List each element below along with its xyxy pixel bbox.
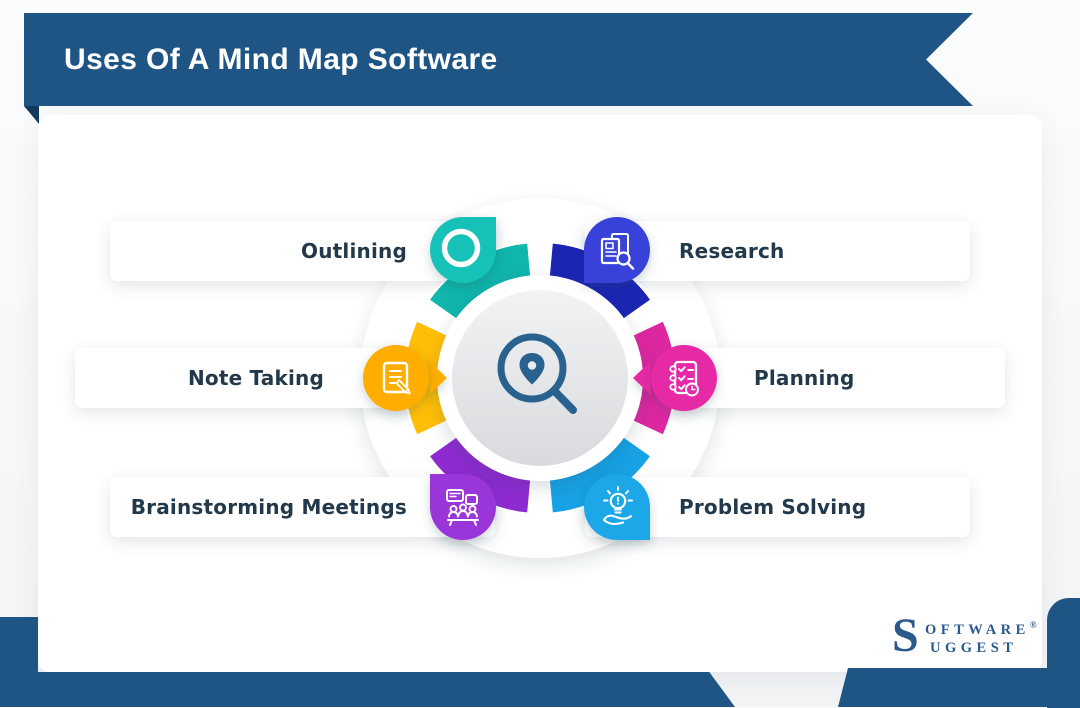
- corner-decoration-right-vertical: [1047, 598, 1080, 708]
- hub-inner: [452, 290, 628, 466]
- meeting-people-icon: [446, 489, 479, 526]
- brand-line-1: OFTWARE®: [925, 620, 1037, 639]
- brand-word-software: OFTWARE: [925, 621, 1030, 638]
- note-pencil-icon: [382, 361, 411, 395]
- page-title: Uses Of A Mind Map Software: [64, 42, 498, 76]
- planning-arrow: [633, 361, 651, 395]
- title-ribbon: Uses Of A Mind Map Software: [24, 13, 973, 106]
- node-label: Planning: [754, 366, 855, 390]
- badge-outlining: [430, 217, 496, 283]
- idea-hand-icon: [602, 486, 633, 526]
- corner-decoration-bottom-left: [0, 672, 735, 707]
- node-label: Brainstorming Meetings: [130, 495, 407, 519]
- node-label: Outlining: [301, 239, 407, 263]
- node-label: Problem Solving: [679, 495, 867, 519]
- note-taking-arrow: [429, 361, 447, 395]
- node-bar-planning: Planning: [660, 348, 1005, 408]
- corner-decoration-bottom-right: [838, 668, 1080, 707]
- node-bar-note-taking: Note Taking: [75, 348, 420, 408]
- ring-icon: [441, 228, 481, 268]
- registered-mark-icon: ®: [1029, 620, 1037, 630]
- badge-problem-solving: [584, 474, 650, 540]
- document-search-icon: [600, 233, 635, 270]
- mind-map-ring: [363, 217, 717, 540]
- search-location-icon: [497, 333, 577, 414]
- node-label: Note Taking: [187, 366, 324, 390]
- ribbon-fold: [24, 106, 39, 124]
- brand-initial: S: [892, 609, 919, 662]
- node-label: Research: [679, 239, 785, 263]
- checklist-clock-icon: [669, 360, 699, 397]
- brand-logo: S OFTWARE® UGGEST: [892, 609, 1042, 670]
- brand-line-2: UGGEST: [930, 640, 1018, 656]
